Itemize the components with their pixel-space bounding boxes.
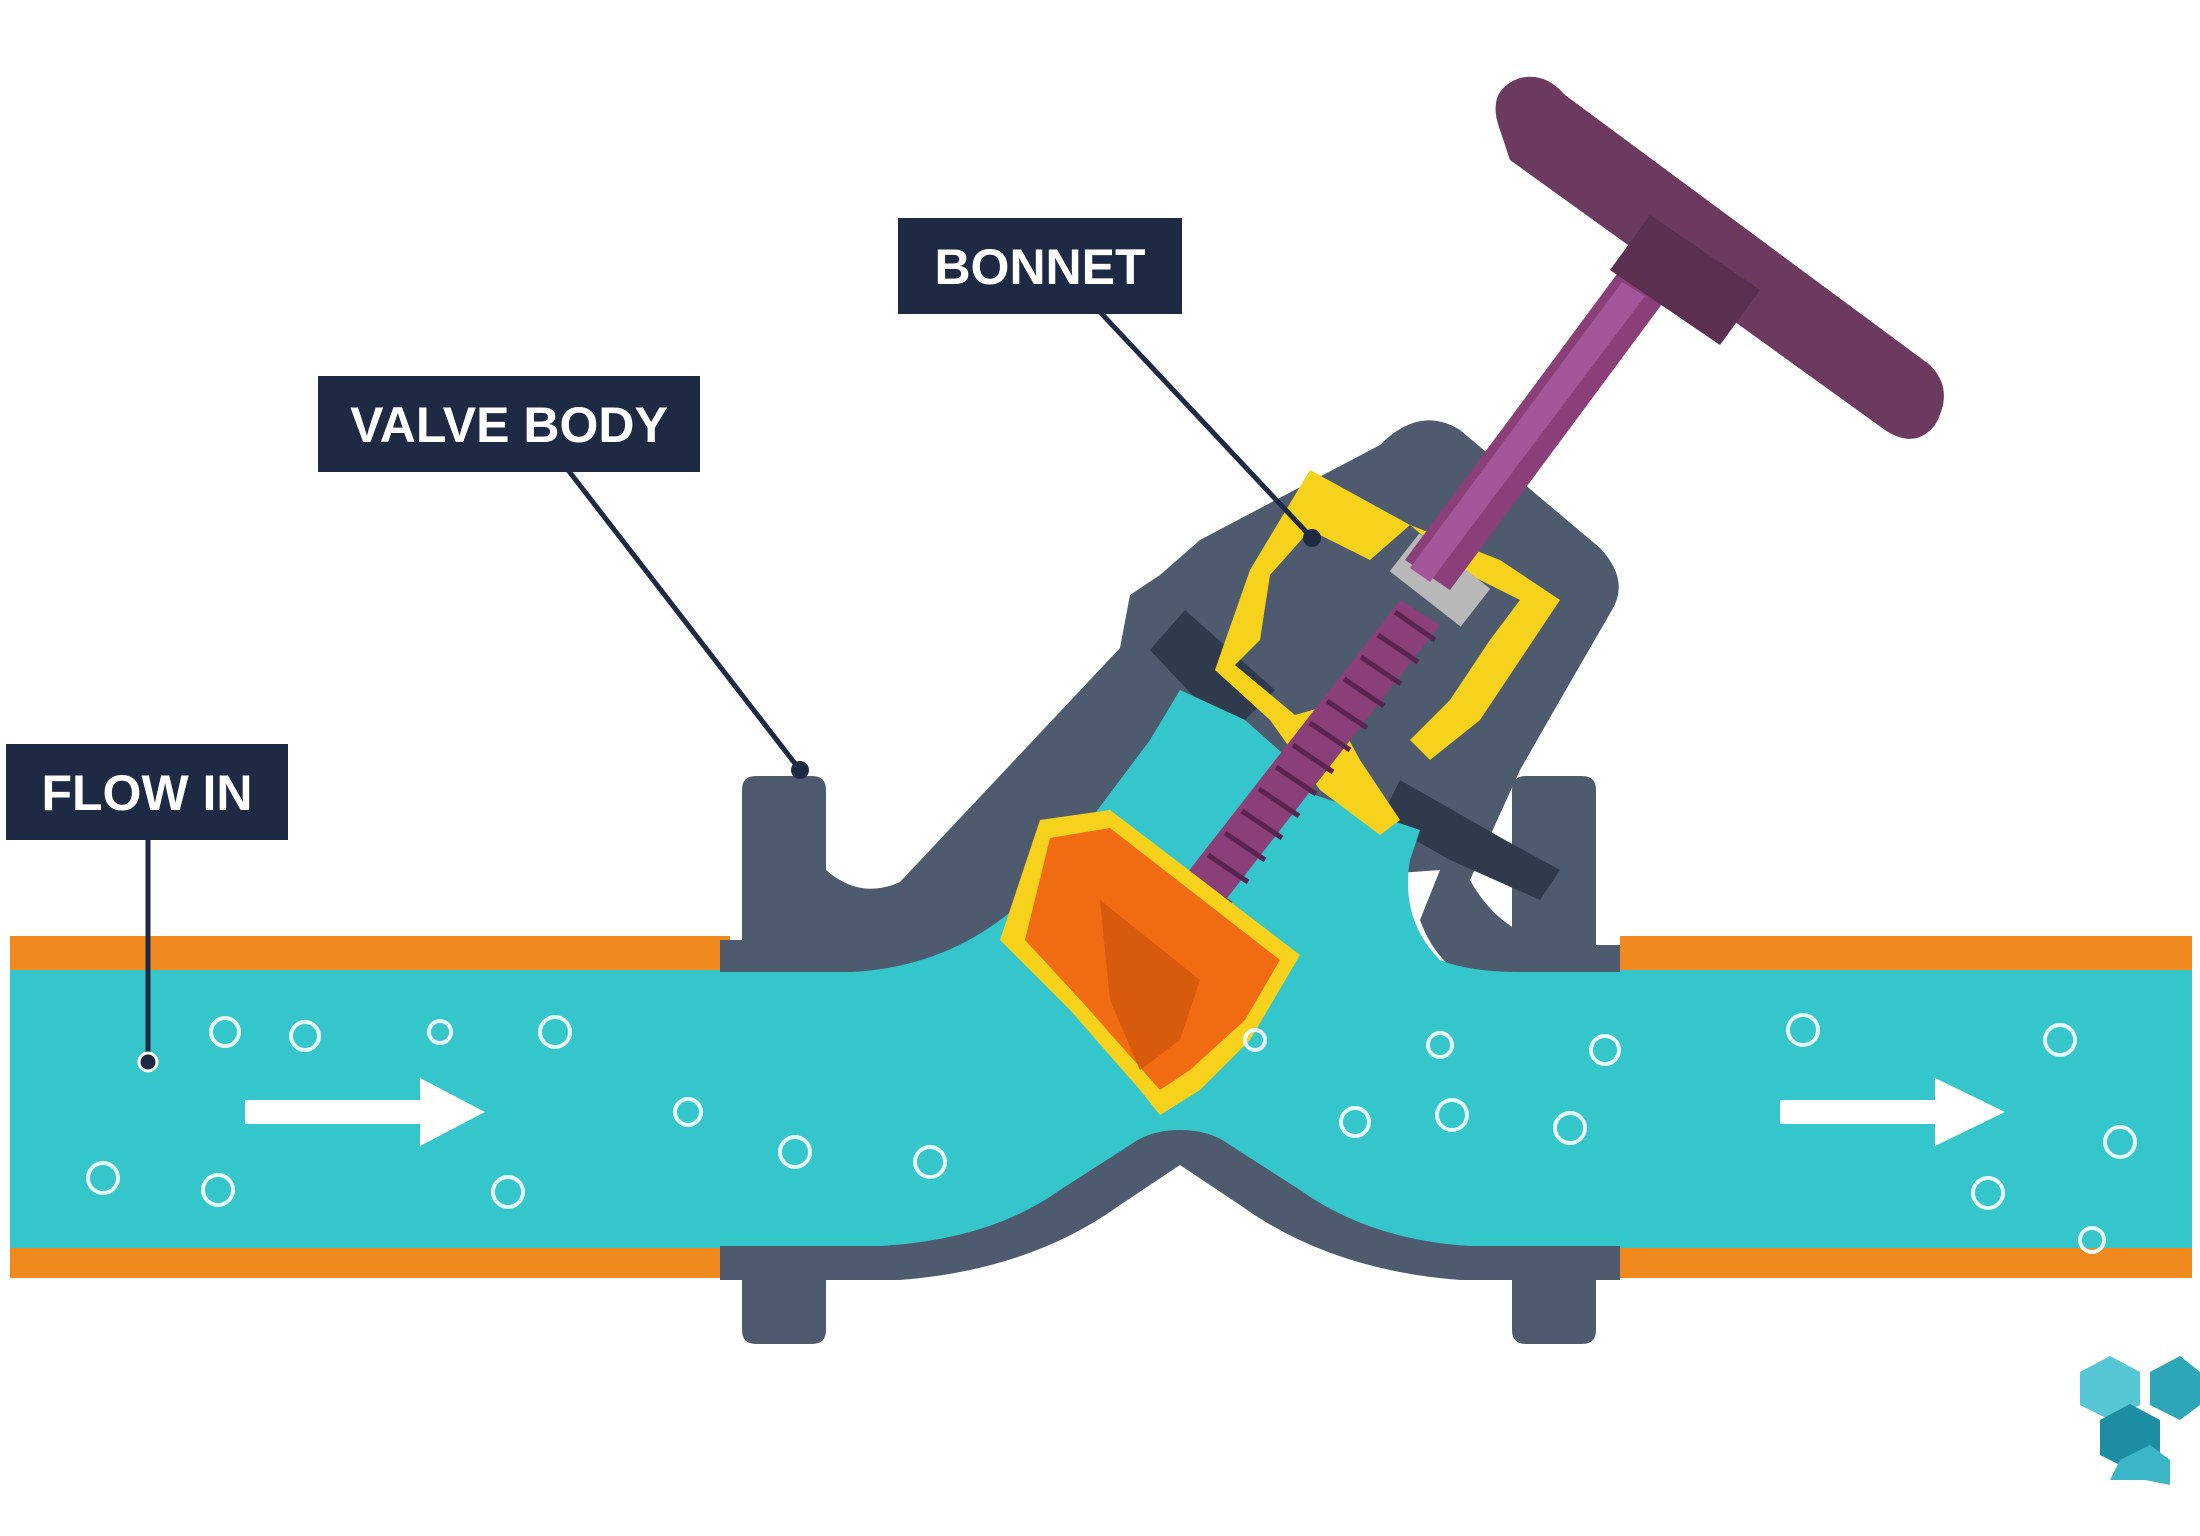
label-flow-in: FLOW IN <box>6 744 288 840</box>
outlet-pipe-top-wall <box>1620 936 2192 970</box>
label-valve-body-text: VALVE BODY <box>350 397 668 453</box>
valve-disc <box>1000 810 1300 1115</box>
flow-arrow-inlet <box>245 1078 485 1146</box>
leader-line-bonnet <box>1098 310 1314 540</box>
leader-lines <box>137 310 1321 1073</box>
geometric-shield-logo <box>2080 1356 2200 1485</box>
inlet-pipe-top-wall <box>10 936 730 970</box>
water-bubbles <box>86 1013 2137 1254</box>
label-valve-body: VALVE BODY <box>318 376 700 472</box>
arrow-right-icon <box>245 1078 485 1146</box>
handwheel <box>1495 76 1944 439</box>
valve-stem <box>1170 270 1665 920</box>
outlet-pipe-bottom-wall <box>1620 1248 2192 1278</box>
inlet-pipe-bottom-wall <box>10 1248 730 1278</box>
arrow-right-icon <box>1780 1078 2005 1146</box>
flow-arrow-outlet <box>1780 1078 2005 1146</box>
label-bonnet-text: BONNET <box>934 239 1145 295</box>
label-bonnet: BONNET <box>898 218 1182 314</box>
leader-line-valve-body <box>566 468 802 772</box>
label-flow-in-text: FLOW IN <box>41 765 252 821</box>
